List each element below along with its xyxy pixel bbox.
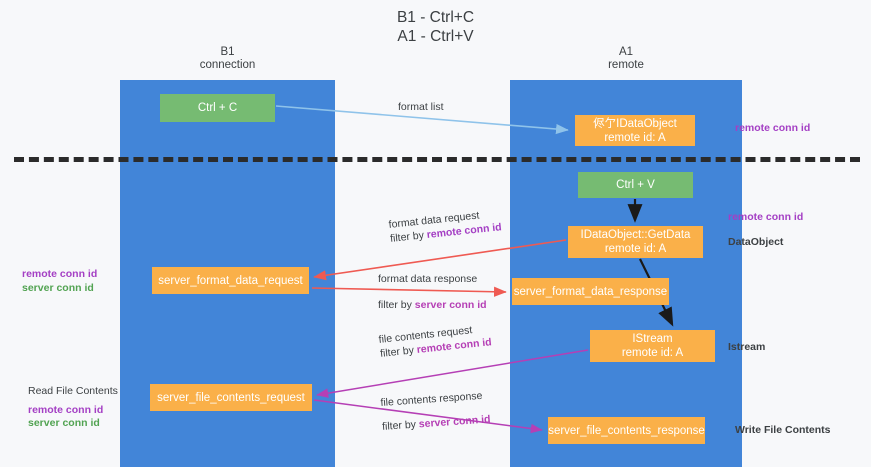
annotation-left-mid-server: server conn id — [22, 281, 94, 294]
node-server-format-data-request-label: server_format_data_request — [158, 274, 303, 287]
node-istream[interactable]: IStream remote id: A — [590, 330, 715, 362]
node-idataobject-getdata[interactable]: IDataObject::GetData remote id: A — [568, 226, 703, 258]
title-line-1: B1 - Ctrl+C — [396, 9, 475, 26]
phase-divider — [14, 157, 860, 162]
annotation-left-bot-remote: remote conn id — [28, 403, 104, 416]
edge-label-format-list: format list — [398, 100, 444, 114]
node-idataobject-remote-id: remote id: A — [604, 131, 666, 144]
node-idataobject-label: 侭亇IDataObject — [593, 117, 677, 130]
node-idataobject[interactable]: 侭亇IDataObject remote id: A — [575, 115, 695, 146]
node-getdata-label: IDataObject::GetData — [580, 229, 691, 241]
node-server-file-contents-request-label: server_file_contents_request — [157, 391, 305, 404]
node-server-file-contents-response[interactable]: server_file_contents_response — [548, 417, 705, 444]
lane-header-b1-name: B1 — [220, 46, 235, 58]
annotation-istream: Istream — [728, 341, 765, 355]
page-title: B1 - Ctrl+C A1 - Ctrl+V — [0, 8, 871, 46]
lane-header-a1-subtitle: remote — [608, 59, 644, 71]
node-server-file-contents-request[interactable]: server_file_contents_request — [150, 384, 312, 411]
edge-label-format-data-request-prefix: filter by — [389, 229, 428, 245]
annotation-left-mid-remote: remote conn id — [22, 268, 98, 280]
annotation-left-middle: remote conn id server conn id — [22, 268, 97, 295]
lane-header-b1: B1 connection — [120, 46, 335, 72]
node-server-format-data-request[interactable]: server_format_data_request — [152, 267, 309, 294]
annotation-remote-conn-id-top: remote conn id — [735, 122, 810, 136]
node-ctrl-v[interactable]: Ctrl + V — [578, 172, 693, 198]
edge-label-format-data-response-text: format data response — [378, 273, 478, 285]
node-server-format-data-response[interactable]: server_format_data_response — [512, 278, 669, 305]
annotation-remote-conn-id-mid: remote conn id — [728, 211, 803, 225]
edge-label-format-data-request: format data request filter by remote con… — [388, 206, 502, 246]
edge-label-file-contents-response-text: file contents response — [380, 389, 483, 409]
title-line-2: A1 - Ctrl+V — [397, 28, 474, 45]
node-ctrl-v-label: Ctrl + V — [616, 179, 655, 191]
node-getdata-remote-id: remote id: A — [604, 243, 667, 255]
node-server-file-contents-response-label: server_file_contents_response — [548, 424, 705, 437]
edge-label-file-contents-response: file contents response filter by server … — [380, 388, 491, 433]
annotation-dataobject: DataObject — [728, 236, 783, 250]
lane-header-a1: A1 remote — [510, 46, 742, 72]
annotation-remote-conn-id-mid-text: remote conn id — [728, 211, 804, 223]
edge-label-format-data-response-prefix: filter by — [378, 299, 415, 311]
edge-label-file-contents-response-prefix: filter by — [381, 418, 420, 433]
edge-label-file-contents-request-prefix: filter by — [379, 344, 418, 360]
edge-label-format-data-response-highlight: server conn id — [414, 299, 487, 311]
annotation-read-file-contents: Read File Contents — [28, 385, 118, 397]
edge-label-format-list-text: format list — [398, 101, 444, 113]
annotation-left-bot-server: server conn id — [28, 417, 100, 429]
annotation-left-bottom: Read File Contents remote conn id server… — [28, 385, 118, 431]
annotation-remote-conn-id-top-text: remote conn id — [735, 122, 811, 134]
annotation-write-file-contents-text: Write File Contents — [735, 424, 831, 436]
lane-header-a1-name: A1 — [618, 46, 634, 58]
edge-label-format-data-response: format data response filter by server co… — [378, 272, 487, 312]
lane-header-b1-subtitle: connection — [199, 59, 256, 71]
edge-label-file-contents-response-highlight: server conn id — [418, 413, 491, 431]
node-ctrl-c-label: Ctrl + C — [197, 102, 238, 114]
node-ctrl-c[interactable]: Ctrl + C — [160, 94, 275, 122]
annotation-write-file-contents: Write File Contents — [735, 424, 830, 438]
node-istream-remote-id: remote id: A — [621, 347, 684, 359]
annotation-dataobject-text: DataObject — [728, 236, 784, 248]
annotation-istream-text: Istream — [728, 341, 766, 353]
edge-label-file-contents-request: file contents request filter by remote c… — [378, 321, 492, 361]
node-server-format-data-response-label: server_format_data_response — [513, 285, 668, 298]
node-istream-label: IStream — [632, 333, 673, 345]
